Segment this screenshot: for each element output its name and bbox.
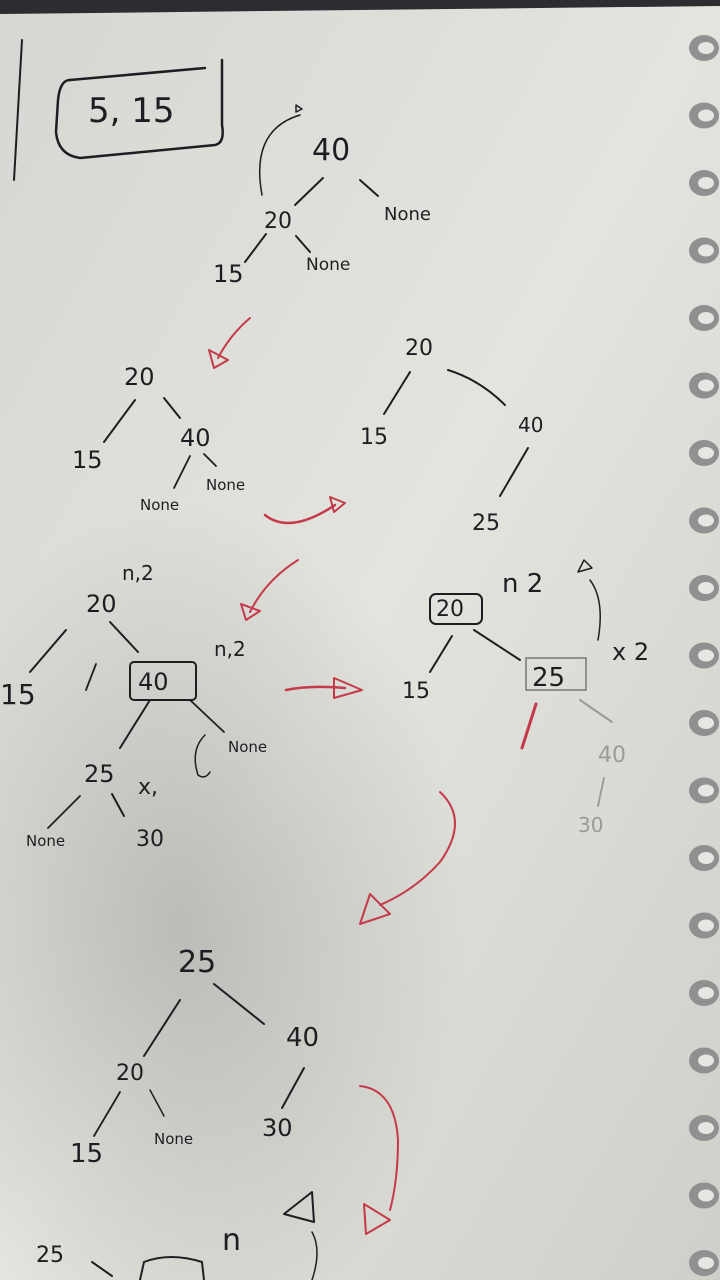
bottom-a: 25 <box>36 1243 64 1268</box>
spiral-ring-highlight <box>698 447 714 459</box>
t5-root-note: n 2 <box>502 569 543 599</box>
t5-rr: 40 <box>598 743 626 768</box>
spiral-ring-highlight <box>698 852 714 864</box>
t3-left: 15 <box>360 425 388 450</box>
t3-right: 40 <box>518 413 543 437</box>
shadow-region <box>0 500 520 1280</box>
t1-lr: None <box>306 255 350 275</box>
t1-ll: 15 <box>213 260 244 288</box>
t5-right-note: x 2 <box>612 638 649 666</box>
tree-3: 20 15 40 25 <box>360 336 543 536</box>
tree-1: 40 20 None 15 None <box>213 104 431 288</box>
spiral-ring-highlight <box>698 109 714 122</box>
spiral-ring-highlight <box>698 312 714 324</box>
spiral-ring-highlight <box>698 987 714 999</box>
spiral-ring-highlight <box>698 1054 714 1067</box>
spiral-ring-highlight <box>698 919 714 932</box>
t3-root: 20 <box>405 336 433 361</box>
tree-6: 25 40 20 15 None 30 <box>70 945 319 1169</box>
spiral-ring-highlight <box>698 717 714 729</box>
spiral-ring-highlight <box>698 784 714 797</box>
t1-root: 40 <box>312 133 350 168</box>
spiral-binding <box>689 35 719 1276</box>
spiral-ring-highlight <box>698 1257 714 1269</box>
t1-right: None <box>384 204 431 225</box>
spiral-ring-highlight <box>698 649 714 662</box>
t3-rl: 25 <box>472 511 500 536</box>
t4-root: 20 <box>86 590 117 618</box>
t6-right: 40 <box>286 1023 319 1053</box>
spiral-ring-highlight <box>698 42 714 54</box>
t6-lr: None <box>154 1130 193 1148</box>
red-arrow-2 <box>263 496 346 525</box>
red-arrow-3 <box>240 559 299 621</box>
t5-left: 15 <box>402 679 430 704</box>
t2-right: 40 <box>180 424 211 452</box>
bottom-partial: 25 n <box>36 1191 318 1280</box>
t4-rl-note: x, <box>138 775 158 800</box>
t4-right: 40 <box>138 668 169 696</box>
box-note: 5, 15 <box>54 58 224 160</box>
t2-root: 20 <box>124 363 155 391</box>
spiral-ring-highlight <box>698 1122 714 1134</box>
left-margin-line <box>13 39 23 181</box>
tree-2: 20 15 40 None None <box>72 363 245 514</box>
spiral-ring-highlight <box>698 379 714 392</box>
spiral-ring-highlight <box>698 244 714 257</box>
spiral-ring-highlight <box>698 582 714 594</box>
t6-ll: 15 <box>70 1139 103 1169</box>
t4-right-note: n,2 <box>214 637 246 661</box>
red-arrow-4 <box>284 677 363 699</box>
t2-rl: None <box>140 496 179 514</box>
bottom-b: n <box>222 1223 241 1258</box>
tree-5: 20 n 2 15 25 x 2 40 30 <box>402 559 649 837</box>
t2-rr: None <box>206 476 245 494</box>
spiral-ring-highlight <box>698 1189 714 1202</box>
tree-4: n,2 20 15 40 n,2 None 25 x, None 30 <box>0 561 267 852</box>
red-arrow-1 <box>208 317 251 369</box>
t5-right: 25 <box>532 663 565 693</box>
t5-rrl: 30 <box>578 813 603 837</box>
t4-root-note: n,2 <box>122 561 154 585</box>
t4-rr: None <box>228 738 267 756</box>
box-label: 5, 15 <box>88 91 175 131</box>
t2-left: 15 <box>72 446 103 474</box>
spiral-ring-highlight <box>698 514 714 527</box>
t4-left: 15 <box>0 678 36 711</box>
red-arrow-5 <box>359 791 456 925</box>
dark-top-edge <box>0 0 720 14</box>
t6-rl: 30 <box>262 1114 293 1142</box>
t6-left: 20 <box>116 1061 144 1086</box>
red-arrow-6 <box>359 1085 399 1235</box>
spiral-ring-highlight <box>698 177 714 189</box>
t4-rlr: 30 <box>136 827 164 852</box>
t4-rll: None <box>26 832 65 850</box>
t1-left: 20 <box>264 209 292 234</box>
t4-rl: 25 <box>84 760 115 788</box>
t5-root: 20 <box>436 597 464 622</box>
t6-root: 25 <box>178 945 216 980</box>
